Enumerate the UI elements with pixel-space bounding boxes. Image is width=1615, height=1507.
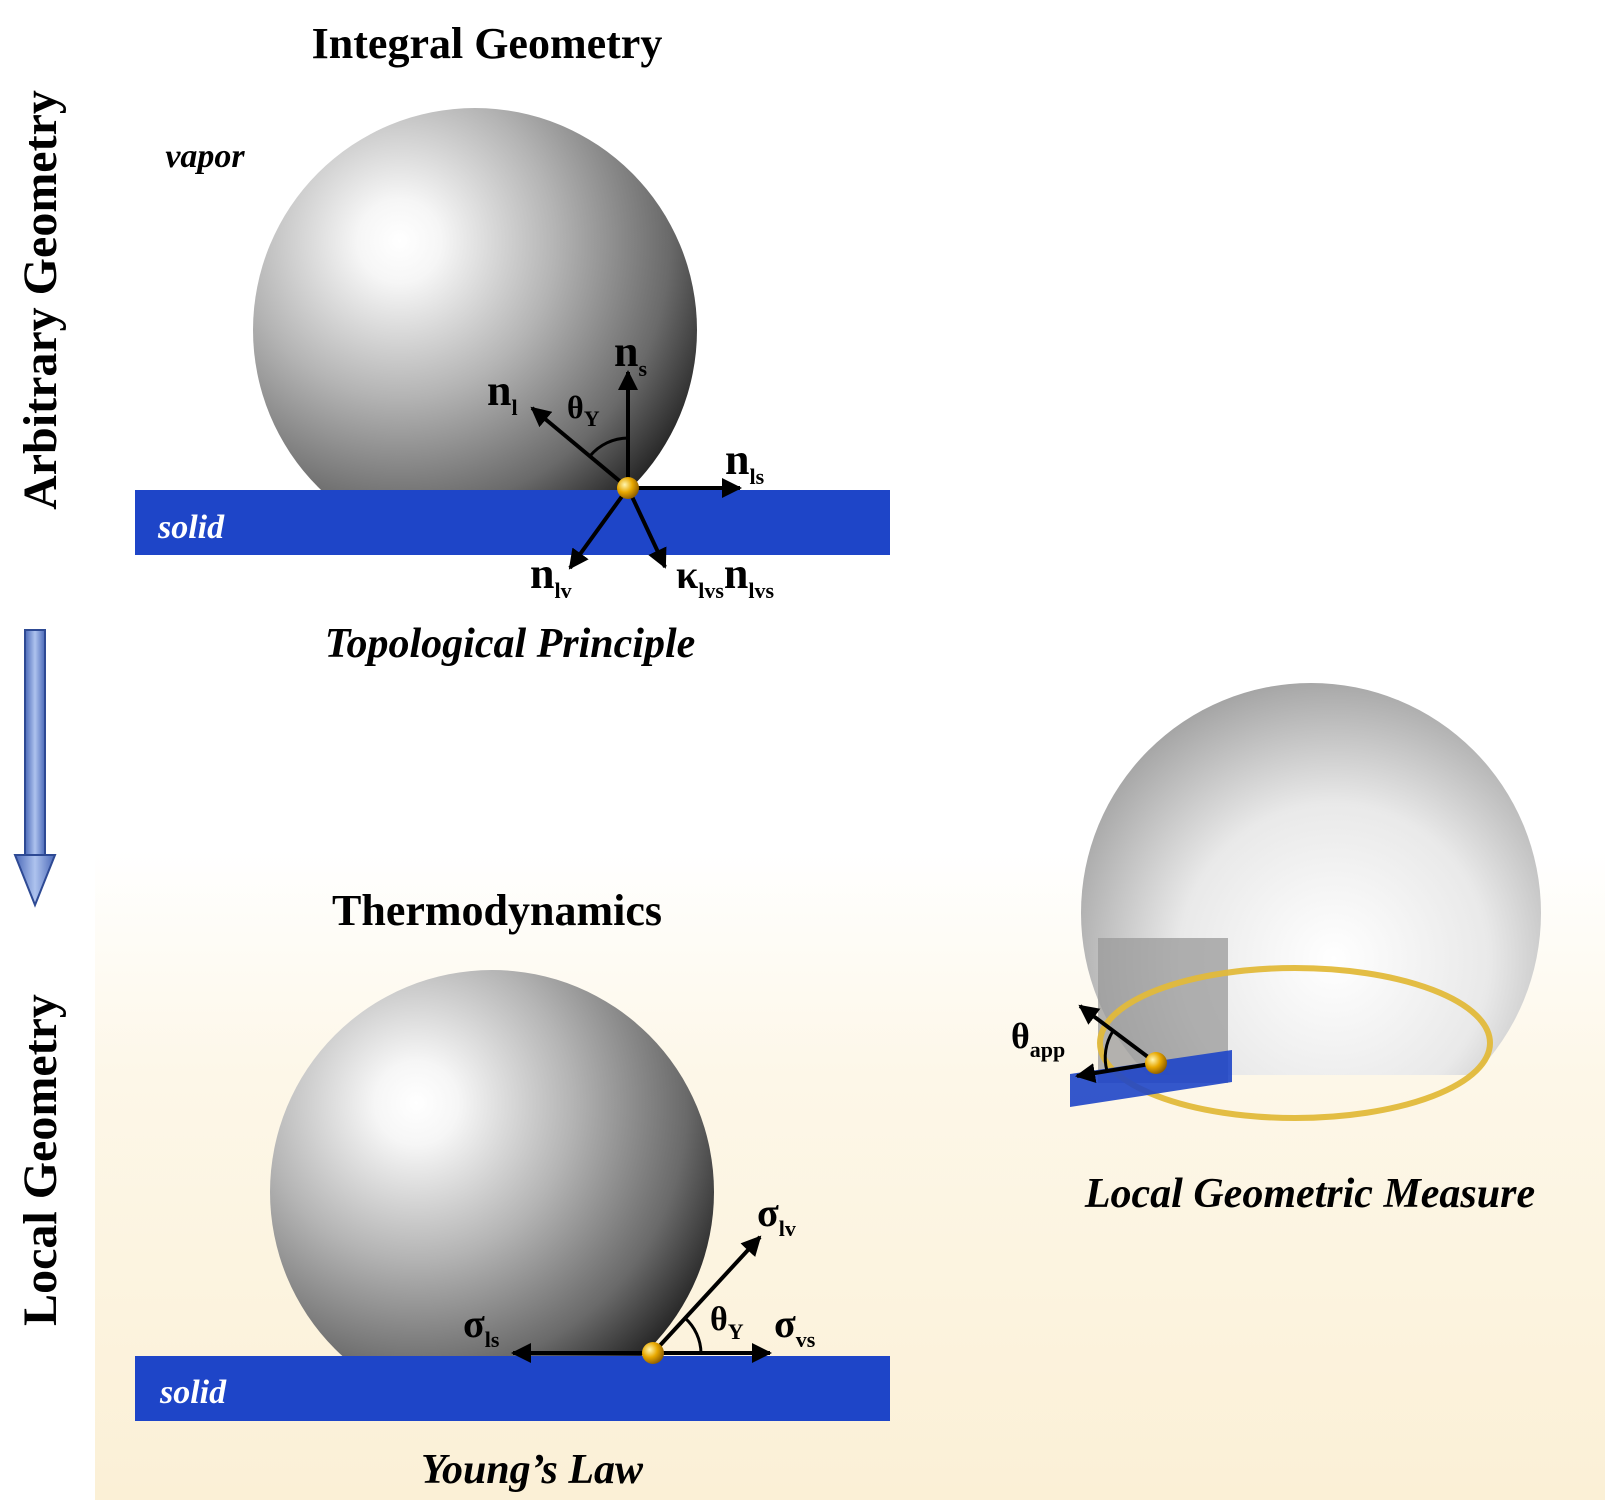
droplet-sphere-bottom <box>270 970 714 1357</box>
right-vectors <box>1075 1004 1158 1083</box>
local-solid-patch <box>1070 1050 1232 1107</box>
solid-label-bottom: solid <box>159 1374 227 1411</box>
bottom-panel-caption: Young’s Law <box>421 1447 644 1493</box>
contact-point-bottom <box>642 1342 664 1364</box>
side-label-local-geometry: Local Geometry <box>14 994 67 1326</box>
label-theta-y-bottom: θY <box>710 1301 744 1344</box>
angle-arc-right <box>1103 1030 1115 1072</box>
bottom-panel-title: Thermodynamics <box>332 886 662 935</box>
vector-n-l <box>530 406 630 490</box>
contact-point-top <box>617 477 639 499</box>
solid-substrate-bottom <box>135 1356 890 1421</box>
label-theta-app: θapp <box>1011 1016 1065 1062</box>
vector-sigma-lv <box>651 1235 762 1355</box>
bottom-vectors <box>511 1235 772 1363</box>
contact-point-right <box>1145 1052 1167 1074</box>
vector-apparent-base <box>1075 1061 1157 1083</box>
top-panel-title: Integral Geometry <box>312 19 663 68</box>
label-sigma-ls: σls <box>463 1301 500 1352</box>
solid-substrate-top <box>135 490 890 555</box>
vector-kappa-n-lvs <box>626 487 667 569</box>
contact-line-ring <box>1097 965 1493 1121</box>
down-arrow-icon <box>13 629 57 908</box>
right-panel-caption: Local Geometric Measure <box>1084 1171 1535 1217</box>
droplet-sphere-top <box>253 108 697 490</box>
label-sigma-lv: σlv <box>757 1190 796 1241</box>
angle-arc-top <box>588 436 629 457</box>
top-panel-caption: Topological Principle <box>325 621 696 667</box>
label-theta-y-top: θY <box>567 389 600 431</box>
vapor-label: vapor <box>165 138 245 175</box>
label-n-ls: nls <box>725 435 765 489</box>
label-kappa-n-lvs: κlvsnlvs <box>676 549 775 603</box>
side-label-arbitrary-geometry: Arbitrary Geometry <box>14 90 67 510</box>
angle-arc-bottom <box>683 1316 703 1354</box>
label-n-s: ns <box>614 327 647 381</box>
label-n-l: nl <box>487 366 518 420</box>
solid-label-top: solid <box>157 509 225 546</box>
label-n-lv: nlv <box>530 549 572 603</box>
label-sigma-vs: σvs <box>774 1301 816 1352</box>
vector-n-lv <box>568 486 630 570</box>
top-vectors <box>530 370 742 570</box>
vector-apparent-tangent <box>1078 1004 1158 1065</box>
